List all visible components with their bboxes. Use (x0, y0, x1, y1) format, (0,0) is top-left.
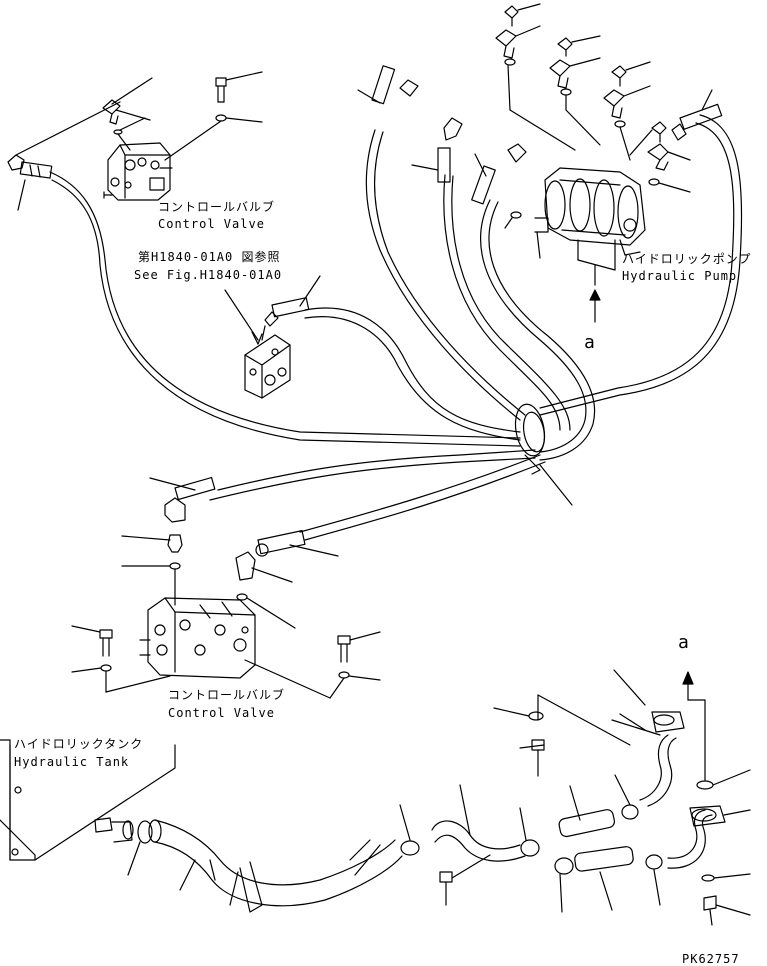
hose-clamp-bundle (514, 403, 573, 506)
upper-left-hose-end (7, 101, 121, 211)
hydraulic-pump (504, 167, 646, 323)
suction-hose-assembly (127, 669, 751, 926)
reference-label-en: See Fig.H1840-01A0 (134, 268, 283, 282)
hydraulic-tank (0, 739, 176, 861)
arrow-label-a-bottom: a (678, 632, 689, 653)
pump-label-jp: ハイドロリックポンプ (622, 252, 752, 266)
lower-bolts (71, 625, 381, 699)
lower-control-valve-label-jp: コントロールバルブ (168, 688, 286, 702)
tank-label-en: Hydraulic Tank (14, 755, 130, 769)
upper-control-valve-label-en: Control Valve (158, 217, 265, 231)
pump-top-fittings (495, 3, 691, 193)
lower-fittings-left (121, 449, 536, 606)
arrow-label-a-top: a (584, 332, 595, 353)
top-center-hose-fittings (357, 65, 723, 205)
upper-control-valve (103, 142, 173, 201)
drawing-number: PK62757 (682, 952, 740, 966)
hose-set-center (365, 114, 743, 461)
lower-control-valve-label-en: Control Valve (168, 706, 275, 720)
reference-block (224, 275, 521, 441)
upper-bolt (117, 71, 263, 161)
reference-label-jp: 第H1840-01A0 図参照 (138, 250, 281, 264)
upper-elbow-fitting (102, 77, 153, 135)
pump-label-en: Hydraulic Pump (622, 269, 738, 283)
lower-control-valve (139, 597, 256, 679)
hose-left-loop (49, 171, 521, 447)
upper-control-valve-label-jp: コントロールバルブ (158, 200, 276, 214)
tank-label-jp: ハイドロリックタンク (14, 737, 144, 751)
lower-fittings-right (235, 454, 546, 629)
